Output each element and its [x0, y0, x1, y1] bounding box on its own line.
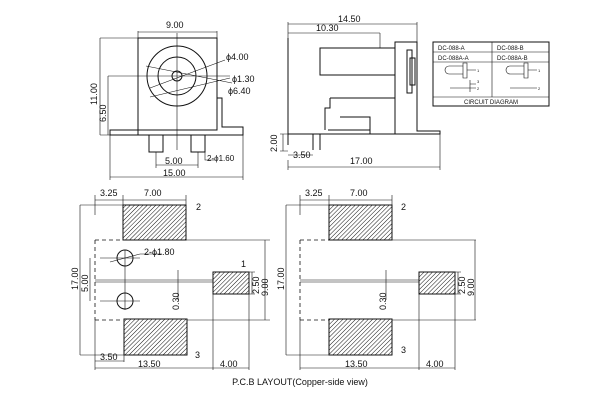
- svg-text:1: 1: [477, 68, 480, 73]
- dim-width: 9.00: [166, 20, 184, 30]
- dim-pin-offset: 3.50: [293, 150, 311, 160]
- pcb-caption: P.C.B LAYOUT(Copper-side view): [232, 377, 368, 387]
- dim-overall-width: 15.00: [163, 168, 186, 178]
- dim-offset: 3.25: [100, 188, 118, 198]
- pin-label-1: 1: [241, 259, 246, 269]
- pcb-layout-left: 3.25 7.00 2 2-ϕ1.80 17.00 5.00 0.30 1 2.…: [70, 188, 270, 370]
- pin-label-2: 2: [196, 202, 201, 212]
- dim-height: 11.00: [89, 83, 99, 105]
- svg-text:2: 2: [538, 86, 541, 91]
- pad-1: [418, 271, 456, 295]
- dim-pad-width: 7.00: [144, 188, 162, 198]
- pad-2: [328, 204, 393, 241]
- dim-pin-offset: 3.50: [100, 352, 118, 362]
- circuit-caption: CIRCUIT DIAGRAM: [464, 100, 518, 106]
- mount-hole: [116, 249, 134, 267]
- dim-pin-pitch: 5.00: [165, 156, 183, 166]
- dim-dia-inner: ϕ4.00: [226, 52, 249, 62]
- svg-text:2: 2: [477, 86, 480, 91]
- dim-overall-length: 17.00: [350, 156, 373, 166]
- dim-pad1-height: 2.50: [457, 276, 467, 294]
- dim-total-height: 17.00: [70, 267, 80, 290]
- dim-span: 9.00: [466, 278, 476, 296]
- cell-dc-088-b: DC-088-B: [497, 46, 524, 52]
- dim-slot-width: 0.30: [378, 292, 388, 310]
- cell-dc-088-a: DC-088-A: [438, 46, 465, 52]
- dim-length: 14.50: [338, 14, 361, 24]
- dim-body-length: 10.30: [316, 23, 339, 33]
- pad-3: [123, 318, 188, 356]
- dim-offset: 3.25: [305, 188, 323, 198]
- dim-pad1-width: 4.00: [220, 359, 238, 369]
- pin-label-2: 2: [401, 202, 406, 212]
- circuit-diagram-table: DC-088-A DC-088-B DC-088A-A DC-088A-B 1 …: [432, 41, 550, 107]
- dim-base-height: 2.00: [269, 134, 279, 152]
- pad-1: [212, 271, 250, 295]
- cell-dc-088a-b: DC-088A-B: [497, 56, 528, 62]
- pad-2: [122, 204, 187, 241]
- front-view: 9.00 11.00 6.50 ϕ4.00 ϕ1.30 ϕ6.40 5.00 1…: [89, 20, 255, 180]
- dim-span: 9.00: [260, 278, 270, 296]
- dim-dia-outer: ϕ6.40: [228, 86, 251, 96]
- svg-text:3: 3: [477, 79, 480, 84]
- dim-pad1-height: 2.50: [251, 276, 261, 294]
- svg-text:1: 1: [538, 68, 541, 73]
- jack-symbol-b: 1 2: [505, 62, 541, 91]
- cell-dc-088a-a: DC-088A-A: [438, 56, 469, 62]
- dim-slot-width: 0.30: [171, 292, 181, 310]
- dim-total-height: 17.00: [276, 267, 286, 290]
- dim-distance: 13.50: [138, 359, 161, 369]
- pin-label-3: 3: [401, 345, 406, 355]
- dim-dia-pin: ϕ1.30: [232, 74, 255, 84]
- pin-label-3: 3: [195, 350, 200, 360]
- pad-3: [328, 318, 393, 356]
- jack-symbol-a: 1 3 2: [444, 62, 480, 92]
- dim-pad-width: 7.00: [350, 188, 368, 198]
- dim-hole-spec: 2-ϕ1.80: [144, 247, 175, 257]
- dim-center-height: 6.50: [98, 104, 108, 122]
- dim-pad1-width: 4.00: [426, 359, 444, 369]
- mount-hole: [116, 292, 134, 310]
- dim-distance: 13.50: [345, 359, 368, 369]
- side-view: 14.50 10.30 2.00 3.50 17.00: [269, 14, 441, 170]
- dim-hole-pitch: 5.00: [80, 274, 90, 292]
- pcb-layout-right: 3.25 7.00 2 17.00 0.30 2.50 9.00 3 13.50…: [276, 188, 476, 370]
- dim-pin-holes: 2-ϕ1.60: [207, 154, 235, 163]
